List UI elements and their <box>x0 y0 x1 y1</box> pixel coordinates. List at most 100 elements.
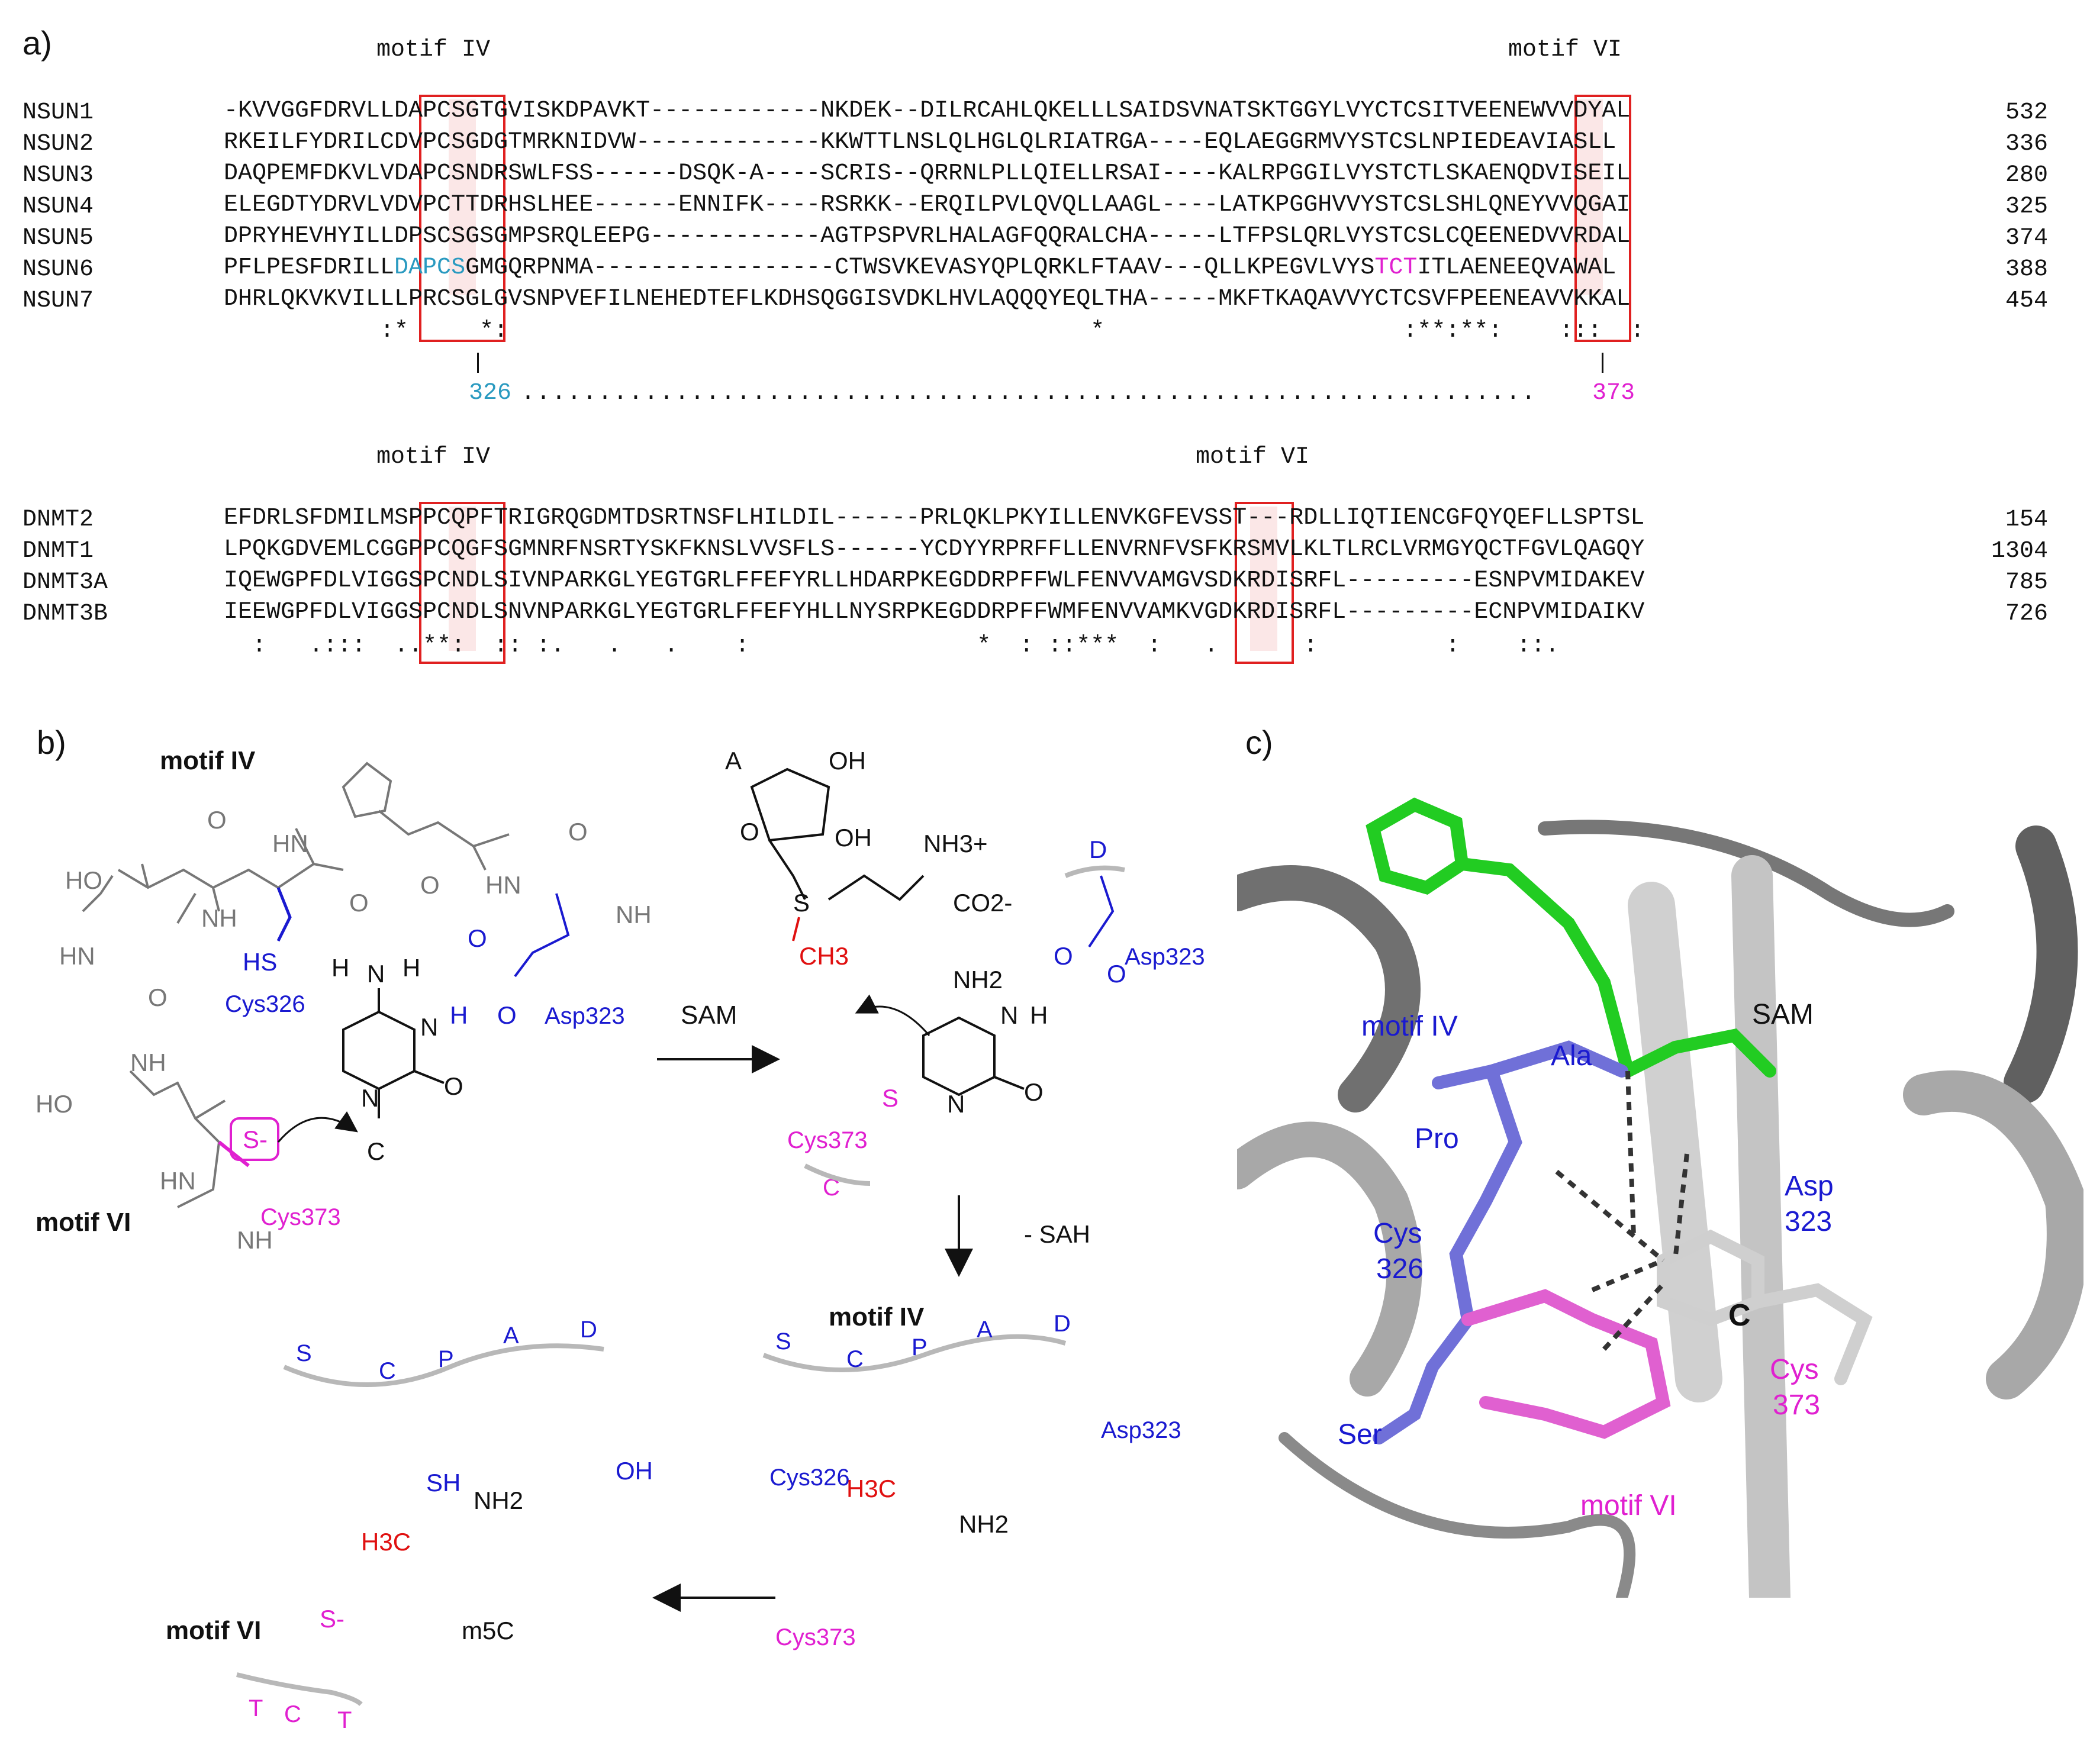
red-box-motif-vi-top <box>1574 95 1631 342</box>
svg-text:Cys373: Cys373 <box>775 1624 856 1650</box>
svg-text:C: C <box>367 1137 385 1165</box>
svg-text:D: D <box>1054 1311 1071 1337</box>
dnmt-row-name: DNMT1 <box>22 538 94 565</box>
svg-text:H: H <box>331 954 349 982</box>
nsun-row-end-number: 374 <box>2005 225 2048 251</box>
nsun-row-sequence: PFLPESFDRILLDAPCSGMGQRPNMA--------------… <box>224 254 1616 281</box>
svg-text:OH: OH <box>835 824 872 852</box>
nsun-row-name: NSUN7 <box>22 288 94 314</box>
conservation-bottom: : .::: ..**: :: :. . . : * : ::*** : . :… <box>224 633 1560 659</box>
nsun-row-end-number: 336 <box>2005 131 2048 157</box>
shade-motif-vi-bottom <box>1250 507 1277 651</box>
svg-text:Asp323: Asp323 <box>1125 944 1205 970</box>
nsun-row-end-number: 325 <box>2005 194 2048 220</box>
nsun-row-sequence: RKEILFYDRILCDVPCSGDGTMRKNIDVW-----------… <box>224 129 1616 156</box>
svg-text:O: O <box>207 806 227 834</box>
panel-c-structure: motif IV Ala Pro Cys 326 Asp 323 Ser SAM… <box>1237 787 2083 1598</box>
motif-vi-title-top: motif VI <box>1508 37 1622 63</box>
svg-text:NH2: NH2 <box>953 966 1003 994</box>
svg-text:SAM: SAM <box>1752 999 1814 1030</box>
svg-text:C: C <box>846 1346 864 1372</box>
dnmt-row-name: DNMT3A <box>22 569 108 596</box>
svg-text:motif VI: motif VI <box>1580 1490 1677 1521</box>
dnmt-row-sequence: IQEWGPFDLVIGGSPCNDLSIVNPARKGLYEGTGRLFFEF… <box>224 567 1645 594</box>
svg-text:H3C: H3C <box>361 1528 411 1556</box>
shade-motif-iv-top <box>449 99 476 295</box>
dnmt-row-name: DNMT3B <box>22 601 108 627</box>
svg-text:P: P <box>438 1346 454 1372</box>
svg-text:NH: NH <box>130 1049 166 1076</box>
dnmt-row-end-number: 726 <box>2005 601 2048 627</box>
panel-label-b: b) <box>37 724 66 761</box>
svg-text:A: A <box>503 1323 519 1349</box>
svg-text:C: C <box>379 1358 396 1384</box>
svg-text:HO: HO <box>36 1090 73 1118</box>
dotted-connector: ........................................… <box>521 380 1537 407</box>
dnmt-row-end-number: 785 <box>2005 569 2048 596</box>
nsun-row-sequence: ELEGDTYDRVLVDVPCTTDRHSLHEE------ENNIFK--… <box>224 192 1631 218</box>
svg-text:O: O <box>349 889 369 917</box>
svg-text:O: O <box>740 818 759 846</box>
svg-text:N: N <box>1000 1001 1018 1029</box>
tick-326 <box>477 353 479 373</box>
position-326: 326 <box>469 380 512 407</box>
nsun-row-name: NSUN1 <box>22 99 94 126</box>
svg-text:Ser: Ser <box>1338 1419 1382 1450</box>
svg-text:S: S <box>775 1328 791 1355</box>
red-box-motif-iv-bottom <box>419 502 505 664</box>
svg-text:HN: HN <box>59 942 95 970</box>
dnmt-row-sequence: EFDRLSFDMILMSPPCQPFTRIGRQGDMTDSRTNSFLHIL… <box>224 505 1645 531</box>
svg-text:O: O <box>568 818 588 846</box>
nsun-row-sequence: DPRYHEVHYILLDPSCSGSGMPSRQLEEPG----------… <box>224 223 1631 250</box>
svg-text:- SAH: - SAH <box>1024 1220 1090 1248</box>
nsun-row-name: NSUN6 <box>22 256 94 283</box>
nsun-row-sequence: DHRLQKVKVILLLPRCSGLGVSNPVEFILNEHEDTEFLKD… <box>224 286 1631 312</box>
svg-text:N: N <box>367 960 385 988</box>
svg-text:NH: NH <box>237 1226 273 1254</box>
svg-text:323: 323 <box>1785 1206 1832 1237</box>
svg-text:C: C <box>1728 1298 1751 1333</box>
nsun-row-end-number: 388 <box>2005 256 2048 283</box>
svg-text:Asp: Asp <box>1785 1170 1834 1202</box>
svg-text:Cys373: Cys373 <box>260 1204 341 1230</box>
nsun-row-end-number: 454 <box>2005 288 2048 314</box>
svg-text:motif VI: motif VI <box>166 1616 261 1645</box>
svg-text:SH: SH <box>426 1469 460 1497</box>
red-box-motif-vi-bottom <box>1235 502 1294 664</box>
svg-text:HN: HN <box>160 1167 196 1195</box>
svg-text:O: O <box>1107 960 1126 988</box>
svg-text:Pro: Pro <box>1415 1123 1459 1154</box>
motif-iv-title-top: motif IV <box>376 37 491 63</box>
motif-iv-title-bottom: motif IV <box>376 444 491 470</box>
svg-text:motif IV: motif IV <box>829 1302 925 1331</box>
svg-text:OH: OH <box>829 747 866 775</box>
motif-vi-title-bottom: motif VI <box>1196 444 1310 470</box>
nsun-row-sequence: -KVVGGFDRVLLDAPCSGTGVISKDPAVKT----------… <box>224 98 1631 124</box>
svg-text:Asp323: Asp323 <box>545 1003 625 1029</box>
nsun-row-sequence: DAQPEMFDKVLVDAPCSNDRSWLFSS------DSQK-A--… <box>224 160 1631 187</box>
svg-text:NH3+: NH3+ <box>923 830 988 857</box>
svg-text:HN: HN <box>485 871 521 899</box>
svg-text:SAM: SAM <box>681 1001 737 1030</box>
svg-text:373: 373 <box>1773 1389 1820 1421</box>
svg-text:Asp323: Asp323 <box>1101 1417 1181 1443</box>
shade-motif-vi-top <box>1576 99 1603 295</box>
svg-text:O: O <box>497 1001 517 1029</box>
svg-text:T: T <box>337 1707 352 1733</box>
dnmt-row-sequence: IEEWGPFDLVIGGSPCNDLSNVNPARKGLYEGTGRLFFEF… <box>224 599 1645 625</box>
svg-text:Cys: Cys <box>1770 1354 1819 1385</box>
svg-text:HO: HO <box>65 866 102 894</box>
svg-text:D: D <box>1089 836 1107 863</box>
svg-text:N: N <box>361 1084 379 1112</box>
svg-text:Ala: Ala <box>1551 1040 1592 1072</box>
svg-text:O: O <box>1024 1078 1044 1106</box>
svg-text:O: O <box>420 871 440 899</box>
svg-text:Cys326: Cys326 <box>769 1465 850 1491</box>
svg-text:P: P <box>912 1334 928 1360</box>
svg-text:NH2: NH2 <box>474 1486 523 1514</box>
svg-text:D: D <box>580 1317 597 1343</box>
panel-label-c: c) <box>1245 724 1273 761</box>
svg-text:CH3: CH3 <box>799 942 849 970</box>
svg-text:N: N <box>420 1013 438 1041</box>
svg-text:H: H <box>402 954 420 982</box>
